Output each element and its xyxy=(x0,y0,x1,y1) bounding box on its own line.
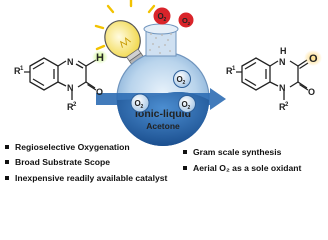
o2-bubble-5-front: O 2 xyxy=(178,95,196,113)
svg-text:O: O xyxy=(182,16,188,25)
feature-substrate-scope: Broad Substrate Scope xyxy=(5,157,110,167)
solvent-label-front: Ionic-liquid xyxy=(135,108,191,120)
o2-bubble-4-front: O 2 xyxy=(130,93,150,113)
svg-text:2: 2 xyxy=(188,105,191,111)
product-r1-superscript: 1 xyxy=(232,66,236,72)
reactant-r1-superscript: 1 xyxy=(20,66,24,72)
feature-regioselective: Regioselective Oxygenation xyxy=(5,142,130,152)
reactant-n4-atom: N xyxy=(67,57,74,67)
h-highlight xyxy=(92,50,108,64)
product-n1-atom: N xyxy=(279,83,286,93)
feature-aerial-o2: Aerial O₂ as a sole oxidant xyxy=(183,163,301,173)
svg-text:O: O xyxy=(182,100,188,109)
svg-text:2: 2 xyxy=(183,80,186,86)
svg-text:2: 2 xyxy=(164,17,167,23)
o-highlight xyxy=(304,50,322,66)
reactant-h-atom: H xyxy=(96,52,104,64)
product-r1-label: R xyxy=(226,66,233,76)
product-r2-label: R xyxy=(279,102,286,112)
reactant-structure xyxy=(29,57,97,100)
product-nh-h-atom: H xyxy=(280,46,287,56)
svg-text:O: O xyxy=(158,12,164,21)
svg-text:2: 2 xyxy=(141,104,144,110)
svg-text:2: 2 xyxy=(188,21,191,27)
feature-list: Regioselective Oxygenation Broad Substra… xyxy=(0,137,328,189)
product-new-o-atom: O xyxy=(309,53,318,65)
product-structure xyxy=(241,57,309,100)
svg-text:O: O xyxy=(135,99,141,108)
product-o-atom: O xyxy=(308,87,315,97)
reactant-r1-label: R xyxy=(14,66,21,76)
o2-bubble-2: O 2 xyxy=(178,12,194,28)
product-r2-superscript: 2 xyxy=(285,102,289,108)
feature-gram-scale: Gram scale synthesis xyxy=(183,147,281,157)
o2-bubble-3: O 2 xyxy=(173,70,191,88)
scheme-canvas: O 2 O 2 O 2 O 2 O 2 Ionic-liquid Acetone xyxy=(14,0,322,146)
reactant-r2-superscript: 2 xyxy=(73,102,77,108)
svg-text:O: O xyxy=(177,75,183,84)
product-n4-atom: N xyxy=(279,57,286,67)
graphical-abstract: O 2 O 2 O 2 O 2 O 2 Ionic-liquid Acetone xyxy=(0,0,328,189)
feature-catalyst: Inexpensive readily available catalyst xyxy=(5,173,167,183)
cosolvent-label-front: Acetone xyxy=(146,121,180,131)
o2-bubble-1: O 2 xyxy=(153,7,171,25)
reactant-n1-atom: N xyxy=(67,83,74,93)
reactant-r2-label: R xyxy=(67,102,74,112)
reactant-o-atom: O xyxy=(96,87,103,97)
